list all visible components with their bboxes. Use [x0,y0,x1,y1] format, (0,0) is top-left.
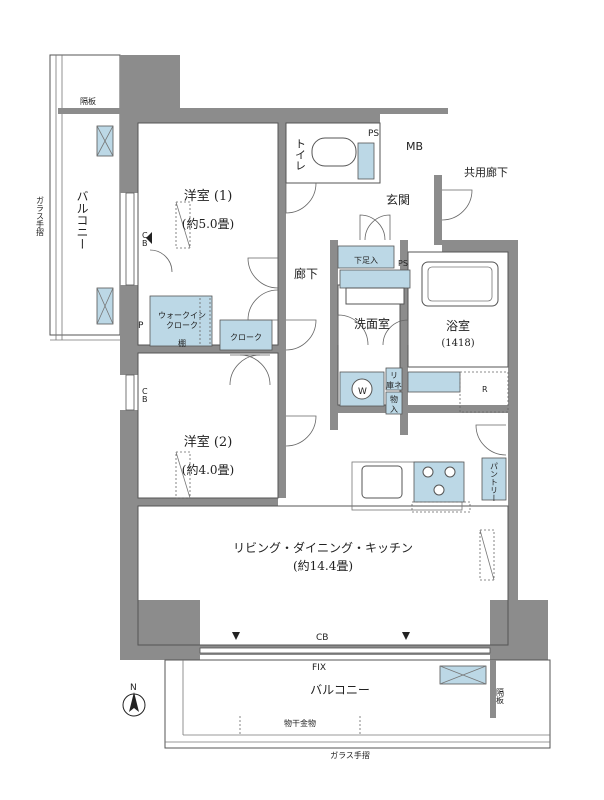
door-swings [149,182,507,456]
walkin-label-2: クローク [166,321,198,330]
toilet-fixture [311,137,375,180]
cb-left-c: C [142,231,148,240]
north-arrow-icon [122,692,146,717]
bathtub-icon [421,261,499,307]
kitchen-sink-icon [361,465,403,499]
north-label: N [130,683,137,693]
room1-door-icon [247,257,279,289]
cb-bottom-label: CB [316,633,328,643]
toilet-tank-icon [357,142,375,180]
bathroom-size: (1418) [441,338,474,349]
toilet-door-icon [285,182,317,214]
shared-corridor-label: 共用廊下 [464,165,508,179]
ps-label-entrance: PS [398,259,408,268]
room1-size: (約5.0畳) [182,216,234,231]
ps-label-top: PS [368,129,379,139]
cb2-b: B [142,395,148,404]
glass-rail-bottom-label: ガラス手摺 [330,750,370,760]
room2-name: 洋室 (2) [184,434,233,450]
pantry-label: パントリー [490,462,499,502]
left-balcony-label: バルコニー [75,190,89,250]
bath-storage [407,371,461,393]
cb2-c: C [142,387,148,396]
room2-vent-icon [175,451,191,499]
entrance-door-icon [441,189,473,221]
corridor-label: 廊下 [294,266,318,281]
ldk-name: リビング・ダイニング・キッチン [233,540,413,555]
fix-label: FIX [312,663,326,673]
fridge-space [459,371,509,413]
shoe-box-storage [339,269,411,289]
entrance-label: 玄関 [386,192,410,207]
room-vents [175,201,495,581]
mb-label: MB [406,140,423,153]
bottom-balcony-label: バルコニー [310,683,370,697]
closets [149,245,395,351]
laundry-hardware-label: 物干金物 [284,718,316,728]
ldk-size: (約14.4畳) [293,558,353,573]
cb-right-marker-icon [402,632,410,640]
cloak-closet [219,319,273,351]
glass-rail-left-label: ガラス手摺 [36,196,45,237]
cb-left-marker-icon [232,632,240,640]
partition-right-label: 隔板 [496,688,505,705]
storage-label-2: 入 [390,405,398,414]
room1-vent-icon [175,201,191,249]
room1-name: 洋室 (1) [184,188,233,204]
sink-icon [345,287,405,305]
bottom-balcony [164,659,551,749]
walkin-closet [149,295,213,347]
toilet-bowl-icon [311,137,357,167]
linen-label-2: 庫ネ [386,380,402,390]
p-label: P [138,321,144,331]
shoe-cupboard [337,245,395,269]
windows [125,192,491,654]
room2-size: (約4.0畳) [182,462,234,477]
toilet-label: トイレ [294,138,307,171]
pantry-storage [481,457,507,501]
walkin-label-1: ウォークイン [158,311,206,320]
room2-door-icon [285,415,317,447]
bathroom-label: 浴室 [446,318,470,333]
kitchen [351,457,507,513]
r-label: R [482,385,488,394]
left-balcony [49,54,121,341]
stove-icon [413,461,465,503]
w-label: W [358,387,367,397]
storage-label-1: 物 [390,394,398,404]
cb-window-marker-icon [146,232,152,244]
cb-left-b: B [142,239,148,248]
exterior-walls [120,55,548,660]
washroom-label: 洗面室 [354,316,390,331]
partition-top-label: 隔板 [80,96,96,106]
shoe-box-label: 下足入 [354,256,378,265]
cloak-label: クローク [230,333,262,342]
shelf-label: 棚 [178,338,186,348]
bathtub [421,261,499,307]
linen-label-1: リ [390,371,398,380]
washroom-fixtures [339,269,509,415]
